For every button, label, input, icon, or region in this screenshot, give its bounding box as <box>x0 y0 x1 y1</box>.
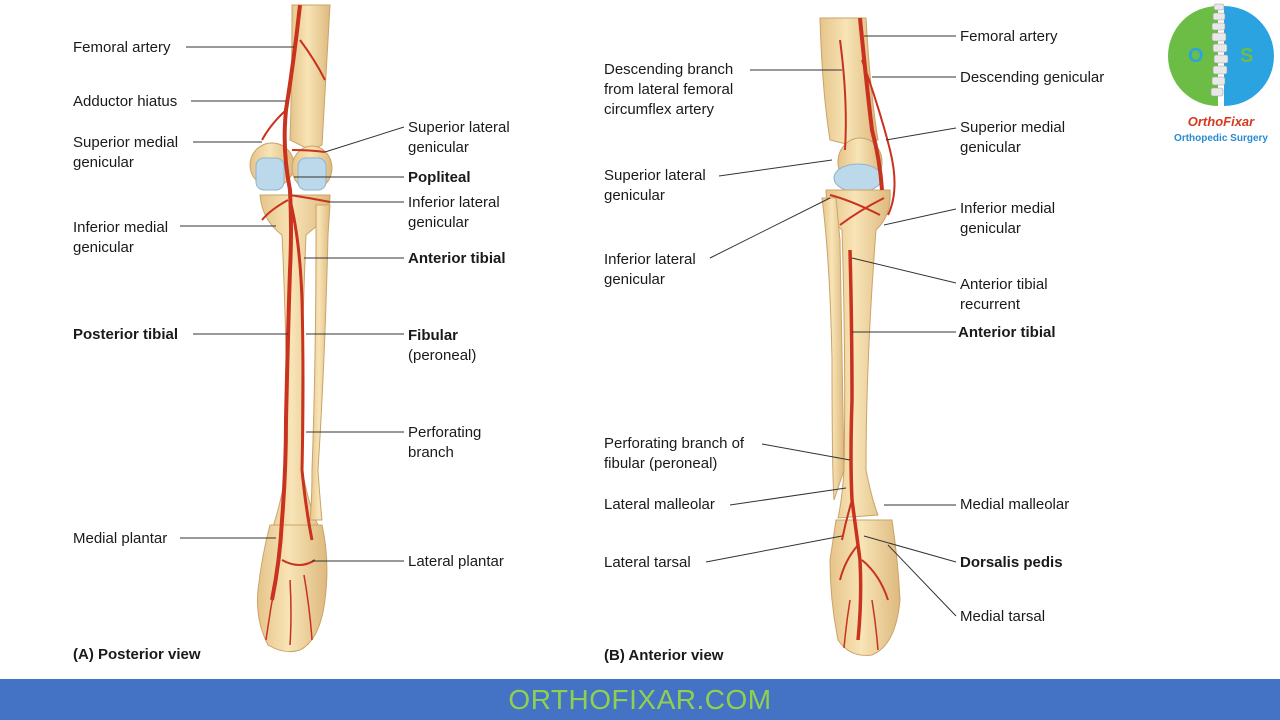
label-anterior-tibial-recurrent: Anterior tibial recurrent <box>960 276 1048 313</box>
label-posterior-tibial: Posterior tibial <box>73 326 179 343</box>
label-inferior-lateral-genicular-posterior: Inferior lateral genicular <box>408 194 500 231</box>
label-inferior-lateral-genicular-anterior: Inferior lateral genicular <box>604 251 696 288</box>
spine-logo-icon: O S <box>1168 3 1274 106</box>
leg-arteries-figure <box>180 4 957 656</box>
label-dorsalis-pedis: Dorsalis pedis <box>960 554 1063 571</box>
label-femoral-artery-posterior: Femoral artery <box>73 39 171 56</box>
label-superior-lateral-genicular-anterior: Superior lateral genicular <box>604 167 706 204</box>
label-perforating-branch-fibular: Perforating branch of fibular (peroneal) <box>604 435 745 472</box>
logo-subtitle: Orthopedic Surgery <box>1174 133 1268 144</box>
logo-brand-name: OrthoFixar <box>1187 114 1255 129</box>
label-inferior-medial-genicular-anterior: Inferior medial genicular <box>960 200 1056 237</box>
label-fibular: Fibular <box>408 327 459 344</box>
label-medial-plantar: Medial plantar <box>73 530 168 547</box>
caption-posterior-view: (A) Posterior view <box>73 646 201 663</box>
label-superior-medial-genicular-anterior: Superior medial genicular <box>960 119 1066 156</box>
label-descending-branch-lateral-femoral-circumflex: Descending branch from lateral femoral c… <box>604 61 734 118</box>
label-lateral-malleolar: Lateral malleolar <box>604 496 715 513</box>
label-perforating-branch: Perforating branch <box>408 424 482 461</box>
label-medial-malleolar: Medial malleolar <box>960 496 1070 513</box>
posterior-leader-lines <box>180 46 405 562</box>
label-popliteal: Popliteal <box>408 169 471 186</box>
anterior-leader-lines <box>705 35 957 617</box>
label-anterior-tibial-posterior: Anterior tibial <box>408 250 506 267</box>
orthofixar-logo: O S OrthoFixar Orthopedic Surgery <box>1166 0 1276 150</box>
label-adductor-hiatus: Adductor hiatus <box>73 93 178 110</box>
label-inferior-medial-genicular-posterior: Inferior medial genicular <box>73 219 169 256</box>
label-lateral-plantar: Lateral plantar <box>408 553 504 570</box>
label-femoral-artery-anterior: Femoral artery <box>960 28 1058 45</box>
footer-banner: ORTHOFIXAR.COM <box>0 679 1280 720</box>
anterior-leg-illustration <box>819 17 901 656</box>
posterior-leg-illustration <box>249 4 333 653</box>
caption-anterior-view: (B) Anterior view <box>604 647 724 664</box>
label-descending-genicular: Descending genicular <box>960 69 1105 86</box>
footer-website-text[interactable]: ORTHOFIXAR.COM <box>508 684 772 715</box>
logo-letter-s: S <box>1240 45 1253 67</box>
label-peroneal: (peroneal) <box>408 347 477 364</box>
label-superior-medial-genicular-posterior: Superior medial genicular <box>73 134 179 171</box>
label-anterior-tibial-anterior: Anterior tibial <box>958 324 1056 341</box>
label-lateral-tarsal: Lateral tarsal <box>604 554 691 571</box>
logo-letter-o: O <box>1188 45 1204 67</box>
label-superior-lateral-genicular-posterior: Superior lateral genicular <box>408 119 510 156</box>
label-medial-tarsal: Medial tarsal <box>960 608 1046 625</box>
